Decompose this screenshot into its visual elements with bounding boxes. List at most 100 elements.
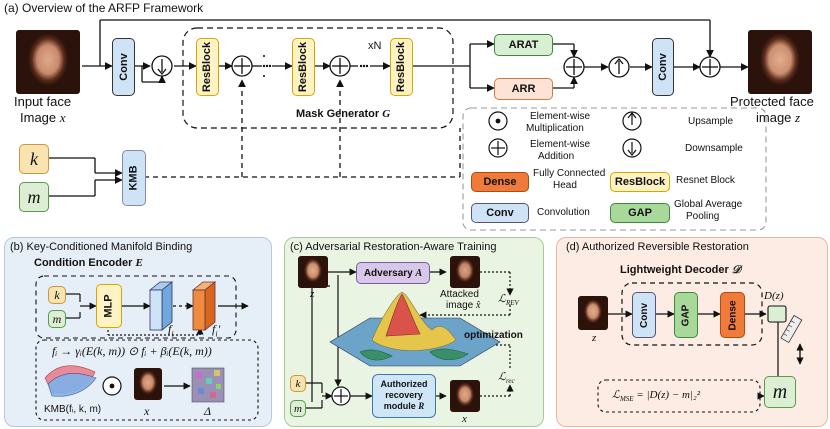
mse-loss-sub: MSE xyxy=(619,395,634,404)
legend-gap-desc-2: Pooling xyxy=(686,211,720,222)
legend-resblock-label: ResBlock xyxy=(614,176,666,188)
feature-fi-f: f xyxy=(168,322,172,336)
loss-rec-symbol: ℒ xyxy=(498,371,506,383)
perturbation-delta-label: Δ xyxy=(204,404,212,418)
repeat-count-label: xN xyxy=(368,40,382,52)
loss-rec-label: ℒrec xyxy=(498,370,515,385)
output-label-line2: image z xyxy=(756,110,800,126)
input-var: x xyxy=(59,110,66,125)
panel-b-x-label: x xyxy=(144,404,150,418)
legend-add-line2: Addition xyxy=(538,151,575,162)
legend-conv-desc: Convolution xyxy=(537,207,590,218)
legend-mult-line2: Multiplication xyxy=(526,123,584,134)
recovery-line3: module R xyxy=(373,401,435,412)
feature-fi-prime-f: f xyxy=(212,322,216,336)
panel-d-title: (d) Authorized Reversible Restoration xyxy=(566,241,749,253)
panel-c-k-box: k xyxy=(290,375,306,392)
legend-dense-desc-2: Head xyxy=(553,180,577,191)
legend-gap-desc-1: Global Average xyxy=(674,199,743,210)
resblock-2-label: ResBlock xyxy=(297,41,310,93)
protected-face-image xyxy=(748,30,812,94)
panel-c-z-label: z xyxy=(310,288,315,300)
recovery-line3-text: module xyxy=(383,401,419,411)
recovery-line2: recovery xyxy=(385,390,423,400)
attacked-label-text: image xyxy=(446,300,477,311)
attacked-label-line2: image x̂ xyxy=(446,300,480,311)
modulation-equation: fᵢ → γᵢ(E(k, m)) ⊙ fᵢ + βᵢ(E(k, m)) xyxy=(52,344,212,358)
arr-block: ARR xyxy=(494,78,553,100)
resblock-n: ResBlock xyxy=(390,38,413,96)
panel-c-x-label: x xyxy=(462,413,467,425)
mse-loss-equation: ℒMSE = |D(z) − m|₂² xyxy=(612,388,700,403)
optimization-label: optimization xyxy=(464,330,523,341)
legend-mult-line1: Element-wise xyxy=(530,111,591,122)
conv-block-encoder: Conv xyxy=(112,38,135,96)
arat-block: ARAT xyxy=(494,34,553,56)
panel-c-m-box: m xyxy=(290,400,306,417)
mask-generator-text: Mask Generator xyxy=(296,108,383,120)
panel-d-subtitle-text: Lightweight Decoder xyxy=(620,264,732,276)
legend-add-line1: Element-wise xyxy=(530,139,591,150)
feature-fi-label: fi xyxy=(168,322,174,338)
legend-dense-label: Dense xyxy=(483,176,517,188)
loss-rev-symbol: ℒ xyxy=(498,293,506,305)
legend-gap-label: GAP xyxy=(628,207,652,219)
legend-resblock-desc: Resnet Block xyxy=(676,175,735,186)
resblock-1-label: ResBlock xyxy=(201,41,214,93)
legend-downsample: Downsample xyxy=(685,143,743,154)
attacked-image xyxy=(450,256,480,288)
input-face-image xyxy=(16,30,80,94)
panel-d-gap-block: GAP xyxy=(674,292,698,338)
loss-rev-sub: REV xyxy=(505,299,519,308)
mse-loss-symbol: ℒ xyxy=(612,389,620,401)
legend-upsample: Upsample xyxy=(688,116,734,127)
attacked-label-line1: Attacked xyxy=(440,289,479,300)
panel-b-face-image xyxy=(134,368,162,400)
input-label-line2: Image x xyxy=(20,110,66,126)
kmb-block: KMB xyxy=(122,150,146,206)
panel-c-title: (c) Adversarial Restoration-Aware Traini… xyxy=(290,241,497,253)
panel-d-conv-block: Conv xyxy=(632,292,656,338)
mse-loss-rhs: = |D(z) − m|₂² xyxy=(633,389,701,401)
mask-generator-var: G xyxy=(382,108,391,120)
loss-rec-sub: rec xyxy=(505,377,515,386)
arr-label: ARR xyxy=(511,83,536,95)
panel-d-dense-block: Dense xyxy=(720,292,745,338)
message-m-label: m xyxy=(27,186,41,207)
kmb-label: KMB xyxy=(128,165,140,191)
legend-conv-swatch: Conv xyxy=(471,203,529,223)
mlp-block: MLP xyxy=(96,284,122,328)
key-k-box: k xyxy=(19,144,49,174)
feature-fi-sub: i xyxy=(171,329,174,339)
mlp-label: MLP xyxy=(102,294,115,318)
panel-c-z-image xyxy=(298,256,328,288)
panel-d-m-box: m xyxy=(764,376,796,408)
panel-b-subtitle-var: E xyxy=(135,257,143,269)
adversary-text: Adversary xyxy=(363,267,413,279)
panel-b-subtitle: Condition Encoder E xyxy=(34,257,143,269)
panel-d-subtitle-var: 𝒟 xyxy=(731,264,741,276)
input-label-text: Image xyxy=(20,110,60,125)
conv-decoder-label: Conv xyxy=(657,53,669,81)
conv-label: Conv xyxy=(117,53,130,81)
panel-c-k-label: k xyxy=(295,377,301,390)
input-label-line1: Input face xyxy=(14,94,72,109)
feature-fi-prime-sub: i xyxy=(215,329,218,339)
panel-b-k-box: k xyxy=(48,286,66,304)
recovered-image xyxy=(450,380,480,412)
resblock-2: ResBlock xyxy=(292,38,315,96)
panel-b-k-label: k xyxy=(54,287,60,302)
panel-a-title: (a) Overview of the ARFP Framework xyxy=(4,1,204,15)
arat-label: ARAT xyxy=(508,39,539,51)
panel-d-conv-label: Conv xyxy=(638,302,650,328)
panel-d-z-label: z xyxy=(592,332,597,344)
recovery-line1: Authorized xyxy=(380,379,428,389)
output-label-line1: Protected face xyxy=(730,94,814,109)
legend-dense-desc-1: Fully Connected xyxy=(533,168,606,179)
loss-rev-label: ℒREV xyxy=(498,292,519,307)
output-label-text: image xyxy=(756,110,796,125)
panel-d-gap-label: GAP xyxy=(680,304,692,326)
panel-d-subtitle: Lightweight Decoder 𝒟 xyxy=(620,264,741,277)
recovery-var: R xyxy=(418,401,425,411)
